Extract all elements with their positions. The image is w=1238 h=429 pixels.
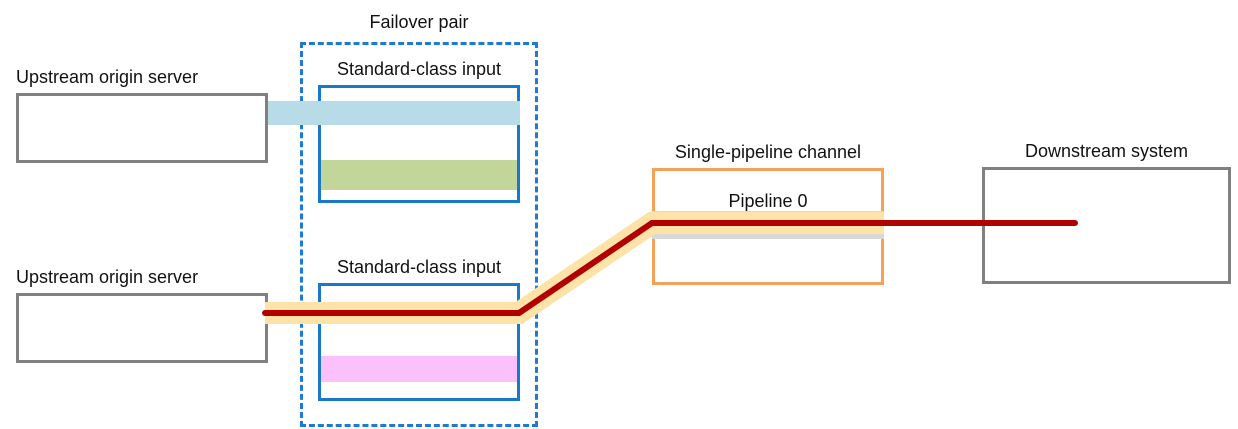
pipeline-0-label: Pipeline 0 [728, 191, 808, 211]
band-light-blue [268, 101, 520, 125]
standard-class-input-1-box[interactable] [318, 85, 520, 203]
upstream-origin-server-2-label: Upstream origin server [16, 267, 199, 287]
standard-class-input-1-label: Standard-class input [336, 59, 502, 79]
standard-class-input-2-box[interactable] [318, 283, 520, 401]
upstream-origin-server-2-box[interactable] [16, 293, 268, 363]
band-gray-pipeline [652, 211, 884, 239]
band-pink [321, 356, 517, 382]
standard-class-input-2-label: Standard-class input [336, 257, 502, 277]
failover-pair-label: Failover pair [369, 12, 469, 32]
upstream-origin-server-1-box[interactable] [16, 93, 268, 163]
downstream-system-box[interactable] [982, 167, 1231, 284]
upstream-origin-server-1-label: Upstream origin server [16, 67, 199, 87]
downstream-system-label: Downstream system [1024, 141, 1189, 161]
band-green [321, 160, 517, 190]
single-pipeline-channel-label: Single-pipeline channel [674, 142, 862, 162]
